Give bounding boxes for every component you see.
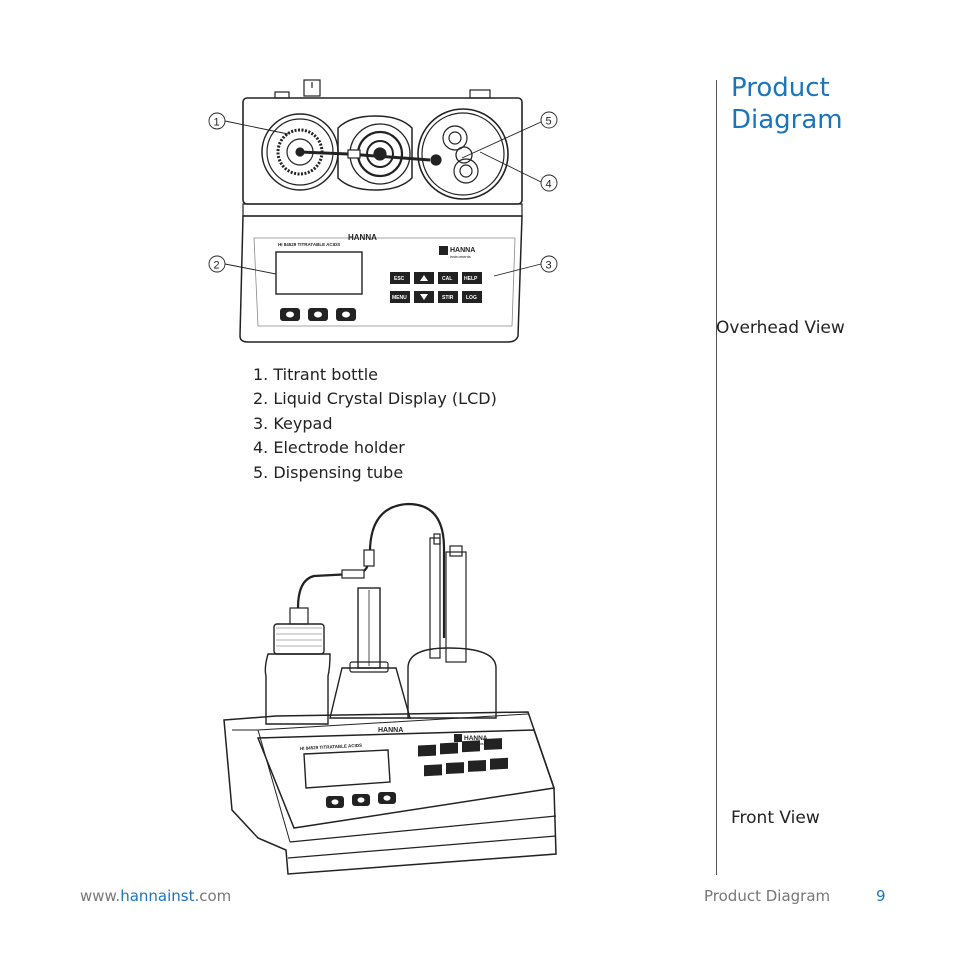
overhead-view-label: Overhead View xyxy=(716,318,845,338)
lcd-display-front xyxy=(303,749,391,789)
keypad-front xyxy=(418,738,508,777)
model-label: HI 84529 TITRATABLE ACIDS xyxy=(278,242,340,247)
top-connector-right xyxy=(469,89,491,99)
brand-logo-text: HANNA xyxy=(450,247,475,254)
panel-inner xyxy=(253,237,516,327)
key-log xyxy=(462,291,482,303)
legend-item: 2. Liquid Crystal Display (LCD) xyxy=(253,389,497,409)
keypad: ESC CAL HELP MENU STIR LOG xyxy=(390,272,482,303)
key-esc xyxy=(390,272,410,284)
overhead-view-diagram: HANNA HI 84529 TITRATABLE ACIDS HANNA in… xyxy=(208,79,558,343)
front-view-diagram: HANNA HI 84529 TITRATABLE ACIDS HANNA in… xyxy=(223,502,557,875)
body-top-brand: HANNA xyxy=(378,727,403,734)
key-cal xyxy=(438,272,458,284)
svg-text:MENU: MENU xyxy=(392,295,407,301)
footer-url[interactable]: www.hannainst.com xyxy=(80,887,231,905)
footer-url-brand: hannainst xyxy=(120,887,195,905)
legend-item: 5. Dispensing tube xyxy=(253,462,404,482)
legend-item: 1. Titrant bottle xyxy=(253,365,379,384)
svg-text:CAL: CAL xyxy=(442,276,452,282)
function-keys xyxy=(280,308,356,321)
up-arrow-icon xyxy=(420,275,428,281)
svg-text:STIR: STIR xyxy=(442,295,454,301)
vertical-divider xyxy=(716,80,717,875)
dispensing-tube-front xyxy=(368,502,446,638)
electrode-holder-front xyxy=(407,533,497,719)
svg-text:4: 4 xyxy=(546,179,552,191)
callout-5 xyxy=(540,111,558,129)
key-menu xyxy=(390,291,410,303)
footer-section-title: Product Diagram xyxy=(704,887,831,905)
lcd-display xyxy=(275,251,363,295)
front-panel-face xyxy=(256,729,556,829)
svg-text:2: 2 xyxy=(214,260,220,272)
titrant-bottle-front xyxy=(264,607,331,725)
front-view-label: Front View xyxy=(731,808,820,828)
legend-item: 3. Keypad xyxy=(253,413,333,433)
top-connector xyxy=(303,79,321,97)
svg-text:HELP: HELP xyxy=(464,276,478,282)
svg-text:1: 1 xyxy=(214,117,220,129)
electrode-holder-top xyxy=(417,108,509,200)
svg-text:LOG: LOG xyxy=(466,295,477,301)
footer-url-suffix: .com xyxy=(194,887,232,905)
titrant-tube-front xyxy=(296,563,370,609)
model-label-front: HI 84529 TITRATABLE ACIDS xyxy=(300,743,362,751)
legend-item: 4. Electrode holder xyxy=(253,438,405,458)
svg-text:ESC: ESC xyxy=(394,276,405,282)
panel-top-brand: HANNA xyxy=(348,233,377,242)
brand-logo-icon-front xyxy=(454,734,462,742)
callout-4 xyxy=(540,174,558,192)
tube-connector-front xyxy=(341,569,365,579)
panel-edge xyxy=(242,203,523,217)
svg-text:5: 5 xyxy=(546,116,552,128)
function-keys-front xyxy=(326,792,396,808)
front-panel xyxy=(239,215,523,343)
top-connector-small xyxy=(274,91,290,99)
page-title-line-2: Diagram xyxy=(731,105,843,135)
tube-connector xyxy=(347,149,361,159)
key-stir xyxy=(438,291,458,303)
page-title: Product Diagram xyxy=(731,72,843,136)
page-number: 9 xyxy=(876,887,886,905)
svg-text:3: 3 xyxy=(546,260,552,272)
burette-front xyxy=(329,587,411,719)
key-help xyxy=(462,272,482,284)
down-arrow-icon xyxy=(420,294,428,300)
parts-legend: 1. Titrant bottle 2. Liquid Crystal Disp… xyxy=(253,363,497,485)
device-body-front xyxy=(223,711,557,875)
brand-logo-text-front: HANNA xyxy=(464,735,488,742)
footer-url-prefix: www. xyxy=(80,887,121,905)
brand-logo-icon xyxy=(439,246,448,255)
page-title-line-1: Product xyxy=(731,73,830,103)
brand-logo-sub: instruments xyxy=(450,254,471,259)
